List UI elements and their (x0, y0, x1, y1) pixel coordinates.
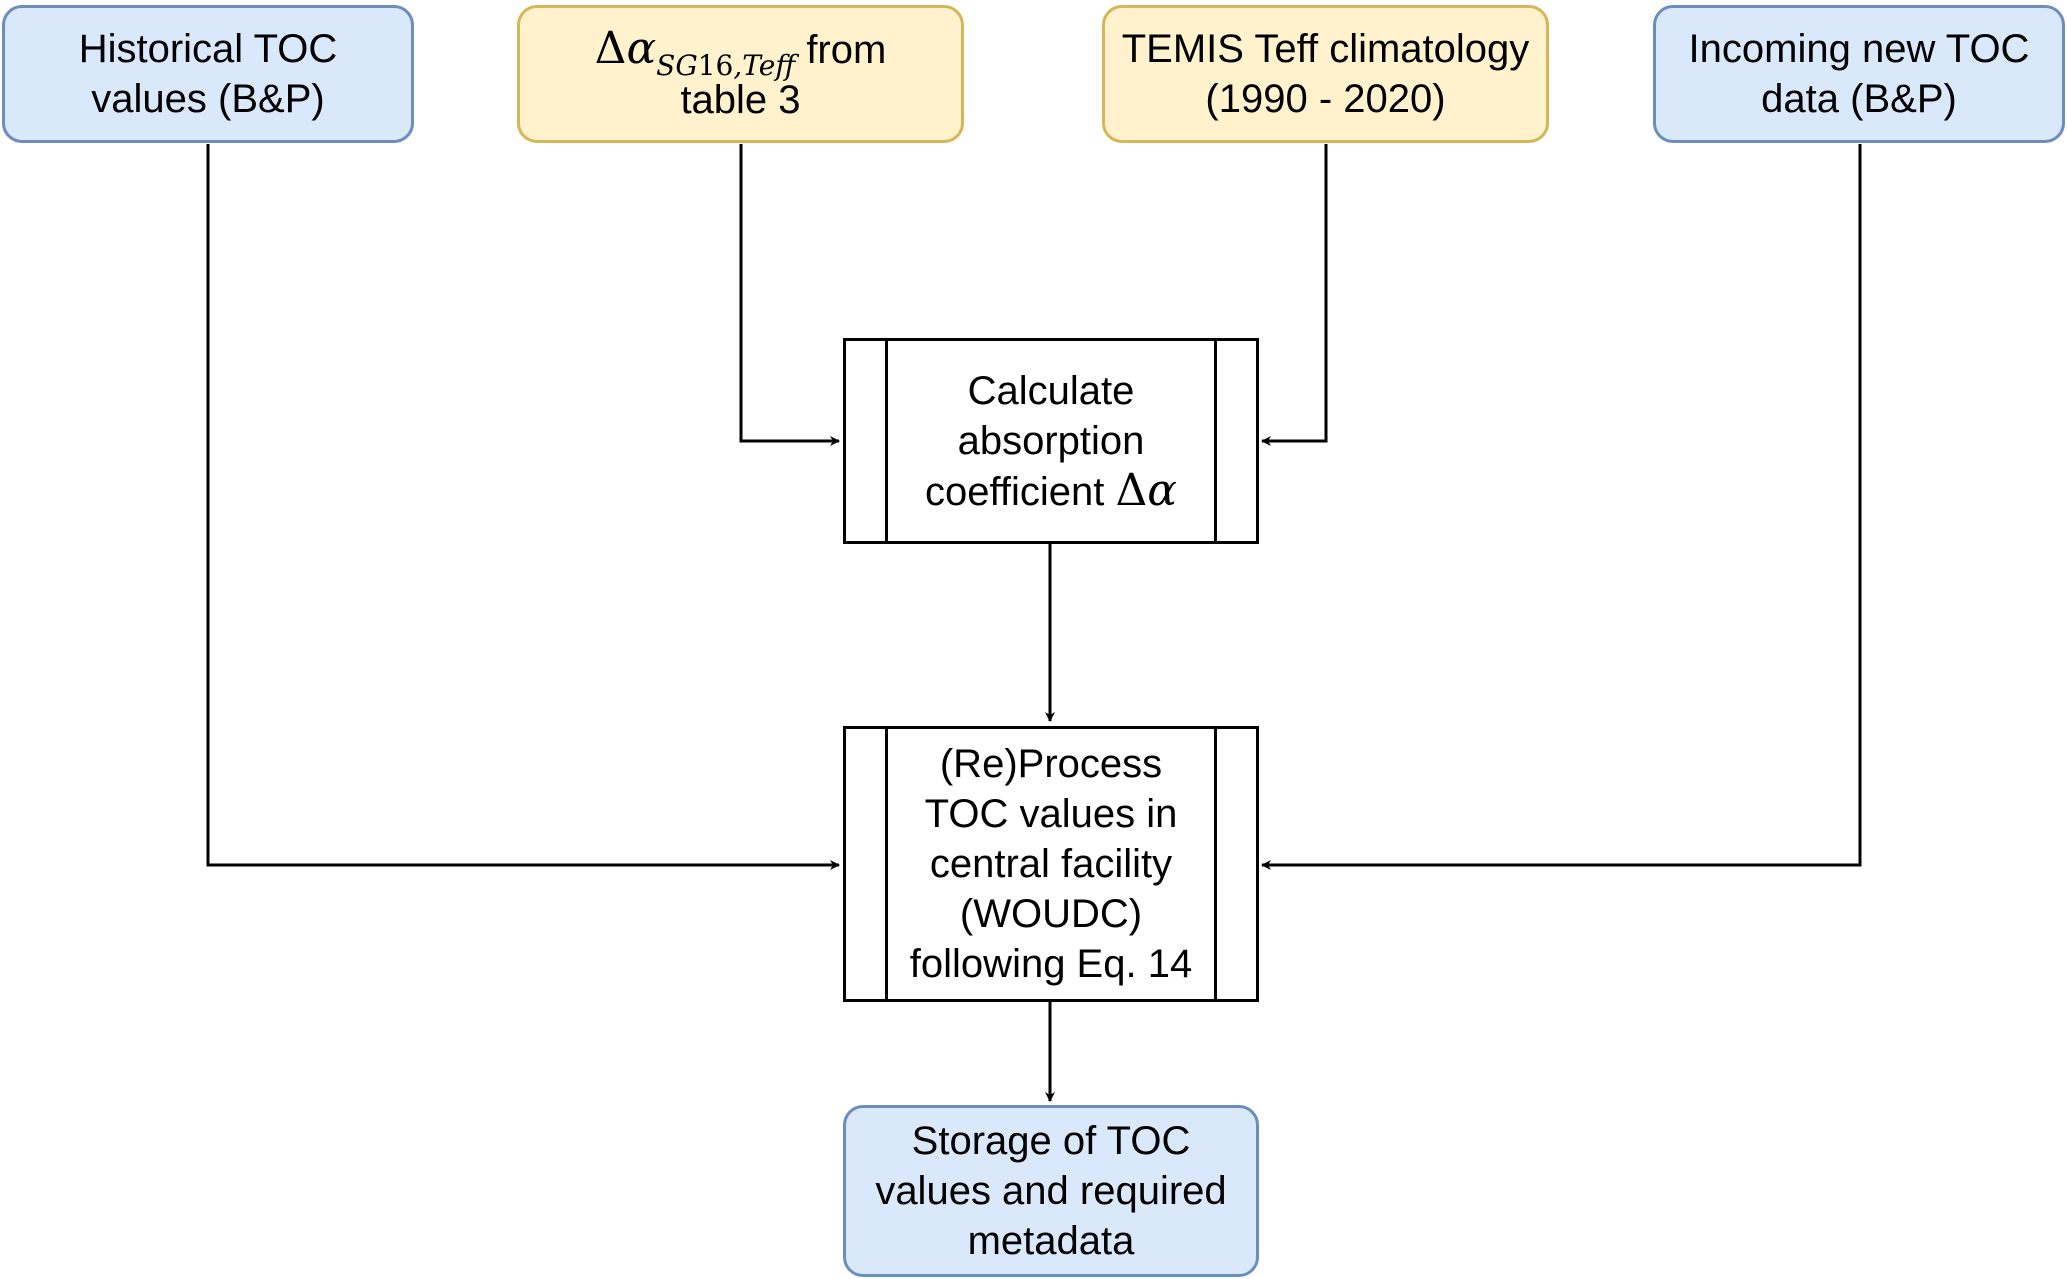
subscript-16: 16 (697, 48, 734, 82)
delta-symbol: Δ (594, 22, 627, 74)
delta-alpha-line-2: table 3 (680, 77, 801, 122)
incoming-line-1: Incoming new TOC (1688, 27, 2030, 71)
reprocess-line-5: following Eq. 14 (909, 942, 1193, 986)
arrow-delta-alpha-to-calculate (739, 144, 840, 446)
storage-of-toc-values-node: Storage of TOC values and required metad… (843, 1105, 1259, 1277)
reprocess-line-3: central facility (929, 842, 1173, 886)
historical-line-2: values (B&P) (91, 77, 325, 121)
storage-line-2: values and required (875, 1169, 1227, 1213)
incoming-new-toc-data-node: Incoming new TOC data (B&P) (1653, 5, 2065, 143)
historical-toc-values-node: Historical TOC values (B&P) (2, 5, 414, 143)
calculate-line-3: coefficient Δα (925, 465, 1178, 517)
storage-line-3: metadata (967, 1219, 1135, 1263)
arrow-temis-to-calculate (1261, 144, 1328, 446)
delta-alpha-symbol: Δα (1116, 465, 1178, 515)
reprocess-toc-values-node: (Re)Process TOC values in central facili… (843, 726, 1259, 1002)
incoming-line-2: data (B&P) (1761, 77, 1957, 121)
temis-line-2: (1990 - 2020) (1205, 77, 1446, 121)
alpha-symbol: α (1147, 464, 1177, 516)
alpha-subscript: SG16,Teff (656, 49, 795, 82)
delta-alpha-line-1: ΔαSG16,Teff from (595, 23, 887, 79)
delta-alpha-table-node: ΔαSG16,Teff from table 3 (517, 5, 964, 143)
arrow-incoming-to-reprocess (1261, 144, 1862, 870)
reprocess-line-4: (WOUDC) (959, 892, 1143, 936)
subscript-sg: SG (656, 48, 698, 82)
delta-symbol: Δ (1115, 464, 1148, 516)
delta-alpha-sg16-teff-symbol: ΔαSG16,Teff (595, 23, 796, 79)
reprocess-line-2: TOC values in (924, 792, 1178, 836)
arrow-historical-to-reprocess (206, 144, 840, 870)
calculate-absorption-coefficient-node: Calculate absorption coefficient Δα (843, 338, 1259, 544)
coefficient-text: coefficient (925, 469, 1105, 514)
storage-line-1: Storage of TOC (911, 1119, 1191, 1163)
temis-teff-climatology-node: TEMIS Teff climatology (1990 - 2020) (1102, 5, 1549, 143)
reprocess-line-1: (Re)Process (939, 742, 1163, 786)
alpha-symbol: α (626, 22, 657, 74)
subscript-teff: ,Teff (733, 48, 796, 82)
calculate-line-1: Calculate (967, 368, 1135, 413)
calculate-line-2: absorption (957, 418, 1145, 463)
temis-line-1: TEMIS Teff climatology (1121, 27, 1530, 71)
historical-line-1: Historical TOC (78, 27, 338, 71)
delta-alpha-from-text: from (806, 27, 887, 72)
